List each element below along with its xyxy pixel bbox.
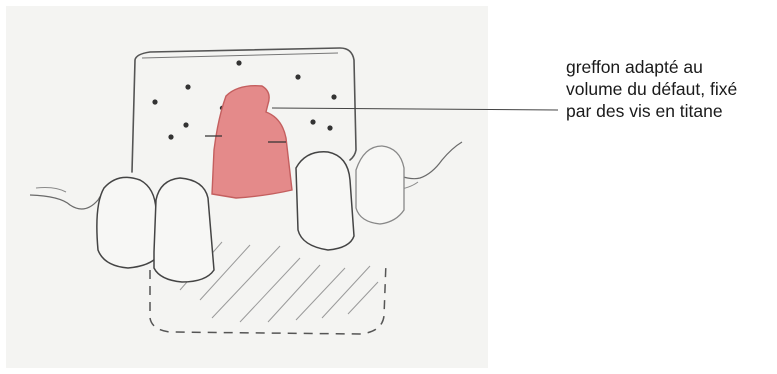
annotation-line-3: par des vis en titane	[566, 100, 771, 122]
plate-dot	[327, 125, 332, 130]
tooth-right-lateral	[356, 146, 404, 224]
tooth-left-lateral	[97, 177, 158, 268]
tooth-left-central	[154, 178, 214, 282]
plate-dot	[183, 122, 188, 127]
plate-dot	[185, 84, 190, 89]
tooth-right-central	[296, 152, 354, 250]
plate-dot	[152, 99, 157, 104]
plate-dot	[236, 60, 241, 65]
annotation-line-2: volume du défaut, fixé	[566, 78, 771, 100]
plate-dot	[168, 134, 173, 139]
plate-dot	[295, 74, 300, 79]
plate-dot	[331, 94, 336, 99]
plate-dot	[310, 119, 315, 124]
annotation-line-1: greffon adapté au	[566, 56, 771, 78]
graft-annotation: greffon adapté au volume du défaut, fixé…	[566, 56, 771, 122]
